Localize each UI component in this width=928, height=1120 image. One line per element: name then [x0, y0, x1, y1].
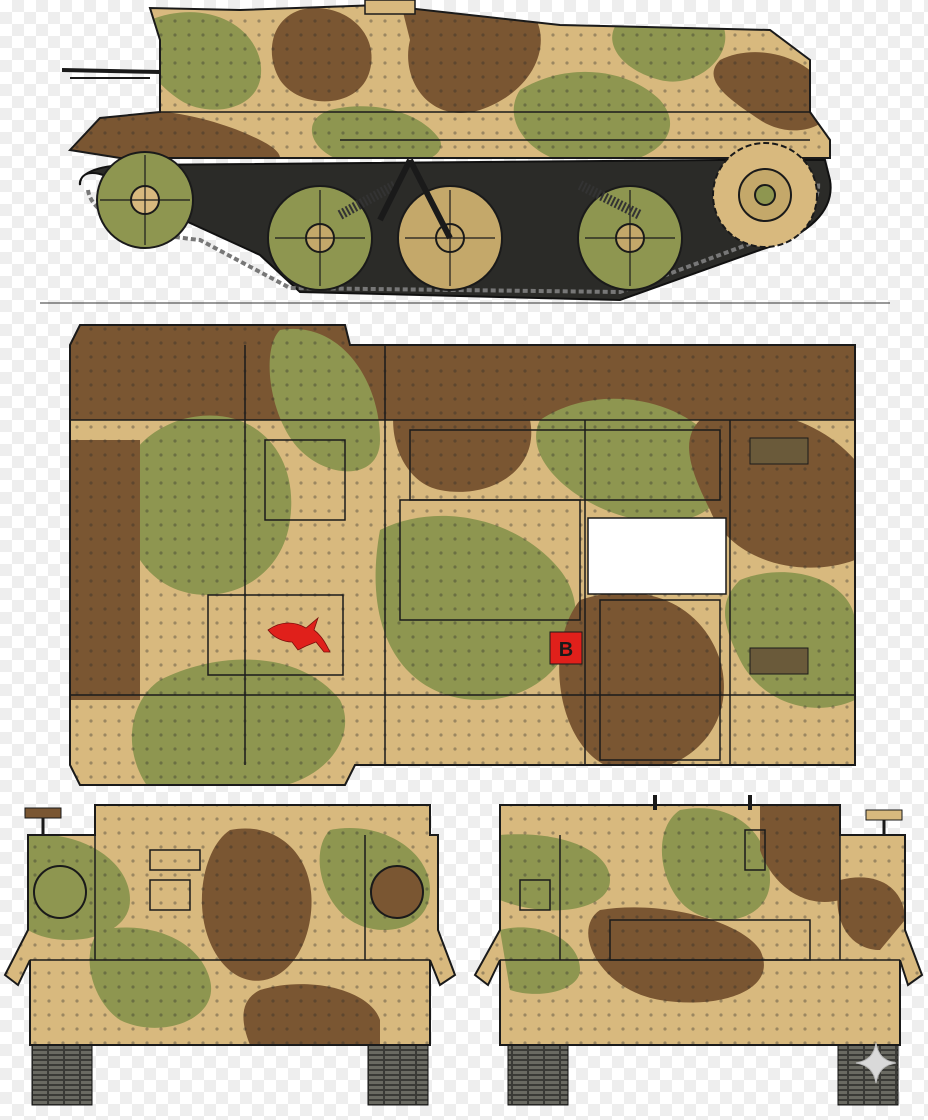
front-headlamp-right: [370, 865, 424, 919]
top-grille-lower: [749, 647, 809, 675]
top-view: B: [69, 324, 856, 786]
side-spring-front: [337, 180, 398, 220]
tactical-badge: [549, 631, 583, 665]
top-open-hatch: [587, 517, 727, 595]
sparkle-watermark-icon: [855, 1042, 897, 1084]
side-gun-barrel: [61, 68, 161, 74]
side-view: [61, 0, 832, 302]
rear-view: [473, 795, 924, 1106]
tactical-letter: B: [559, 639, 573, 661]
red-jerboa-icon: [267, 616, 331, 653]
front-headlamp-left: [33, 865, 87, 919]
top-grille-upper: [749, 437, 809, 465]
front-view: [3, 804, 457, 1106]
